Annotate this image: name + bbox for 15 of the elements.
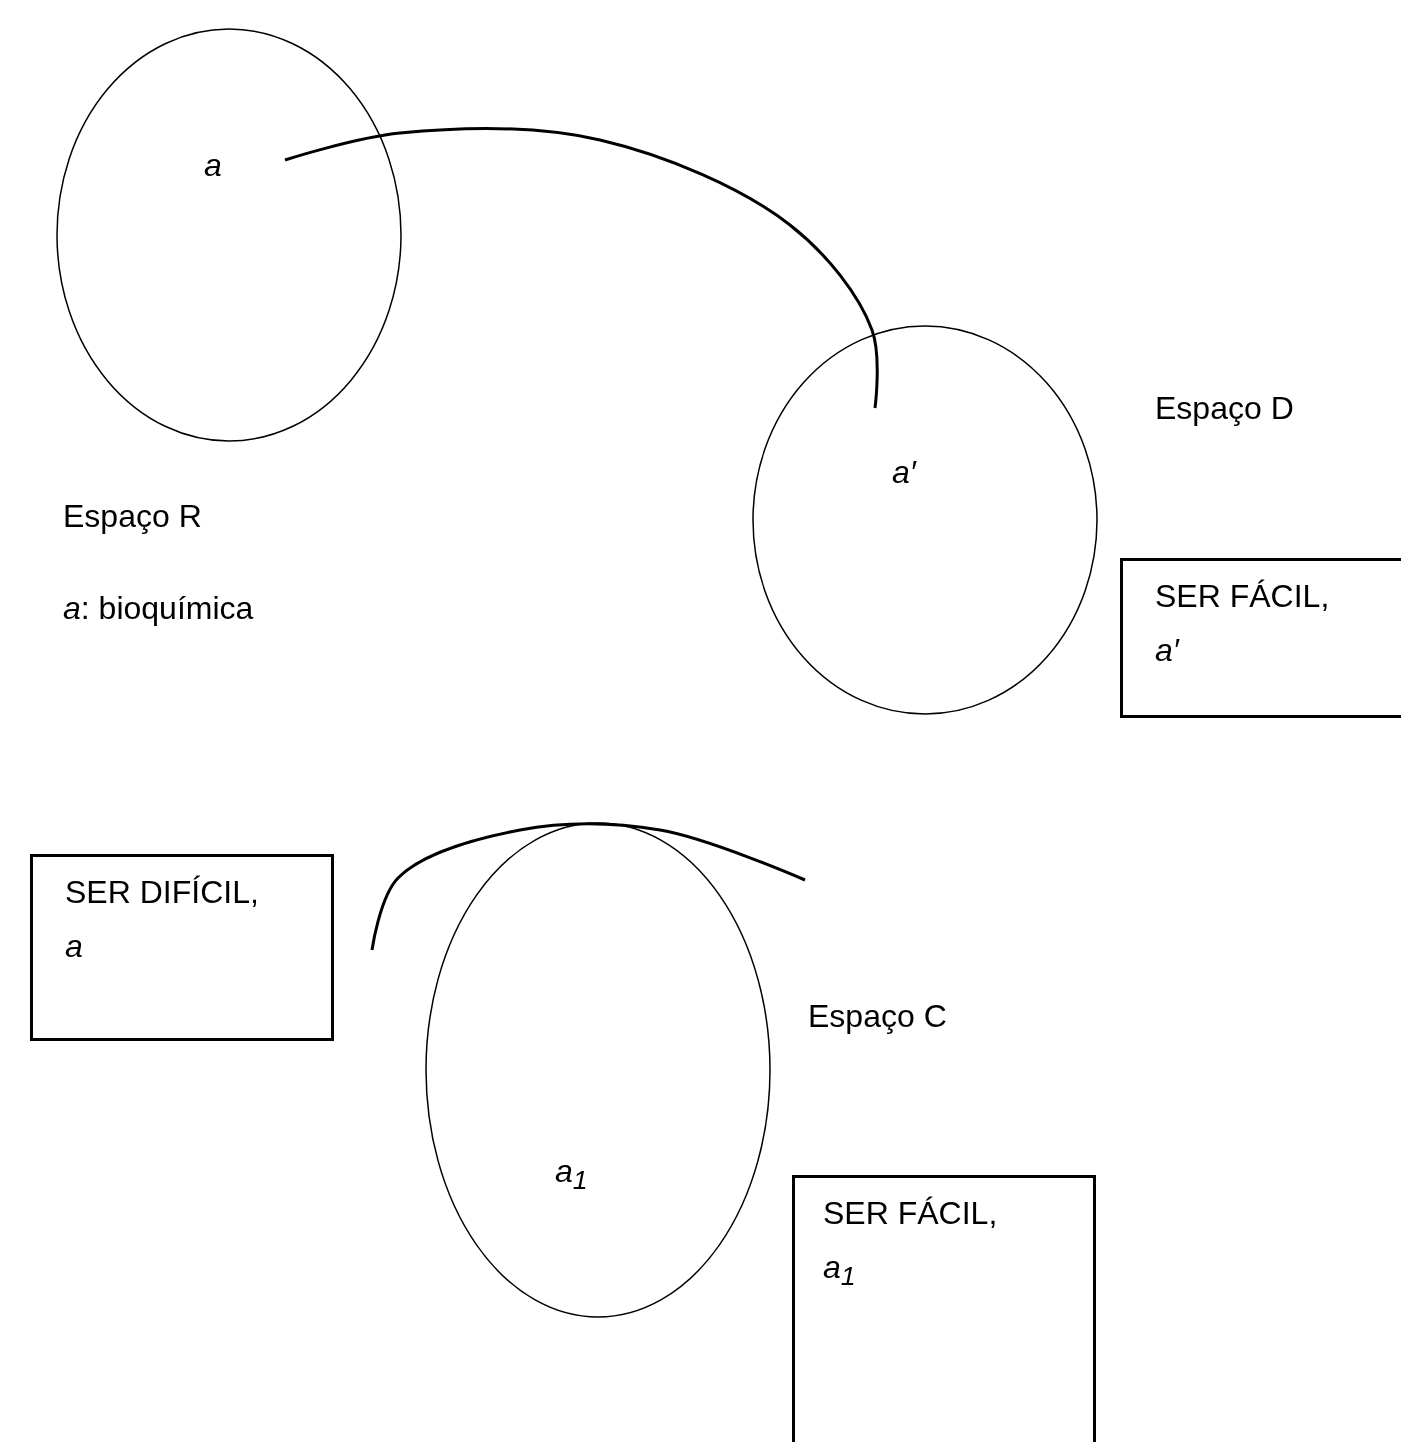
element-label: a′: [892, 453, 918, 492]
element-label: a: [204, 146, 223, 185]
text-box: [792, 1175, 1096, 1442]
text-box: [1120, 558, 1401, 718]
text-box: [30, 854, 334, 1041]
space-label: a: bioquímica: [63, 589, 254, 628]
curved-line: [284, 127, 879, 409]
space-label: Espaço D: [1155, 389, 1294, 428]
space-label: Espaço R: [63, 497, 202, 536]
box-text: SER DIFÍCIL, a: [65, 873, 260, 966]
space-label: Espaço C: [808, 997, 947, 1036]
curved-line: [370, 822, 806, 951]
box-text: SER FÁCIL, a$_{1}$: [823, 1194, 999, 1294]
element-label: a$_{1}$: [555, 1152, 589, 1198]
box-text: SER FÁCIL, a′: [1155, 577, 1331, 670]
